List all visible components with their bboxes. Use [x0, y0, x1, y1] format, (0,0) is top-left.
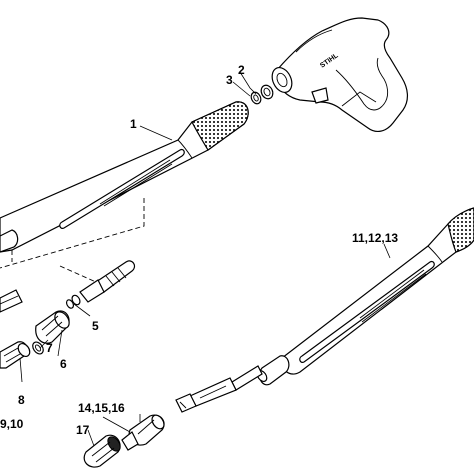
- label-part-6: 6: [60, 357, 67, 371]
- label-part-17: 17: [76, 423, 90, 437]
- o-ring-7: [32, 341, 44, 355]
- label-part-2: 2: [238, 63, 245, 77]
- spray-lance-11-12-13: [175, 207, 474, 413]
- spray-gun: STIHL: [271, 17, 408, 133]
- nozzle-cap-6: [35, 310, 70, 344]
- label-part-11-12-13: 11,12,13: [352, 231, 398, 245]
- label-part-5: 5: [92, 319, 99, 333]
- nozzle-14-15-16: [121, 414, 165, 451]
- nozzle-tip-8: [0, 341, 31, 369]
- part-labels: 1 2 3 5 6 7 8 9,10 11,12,13 14,15,16 17: [0, 63, 398, 437]
- label-part-9-10: 9,10: [0, 417, 24, 431]
- hose-connector-5: [59, 260, 136, 309]
- o-ring-2: [260, 84, 274, 100]
- label-part-1: 1: [130, 117, 137, 131]
- leader-lines: [19, 71, 391, 447]
- label-part-8: 8: [18, 393, 25, 407]
- label-part-7: 7: [46, 341, 53, 355]
- o-ring-3: [250, 91, 262, 105]
- label-part-14-15-16: 14,15,16: [78, 401, 125, 415]
- label-part-3: 3: [226, 73, 233, 87]
- hose-stub: [0, 289, 23, 313]
- spray-lance-1: [0, 101, 249, 253]
- guide-lines-upper: [0, 198, 145, 269]
- nozzle-cap-17: [83, 434, 121, 468]
